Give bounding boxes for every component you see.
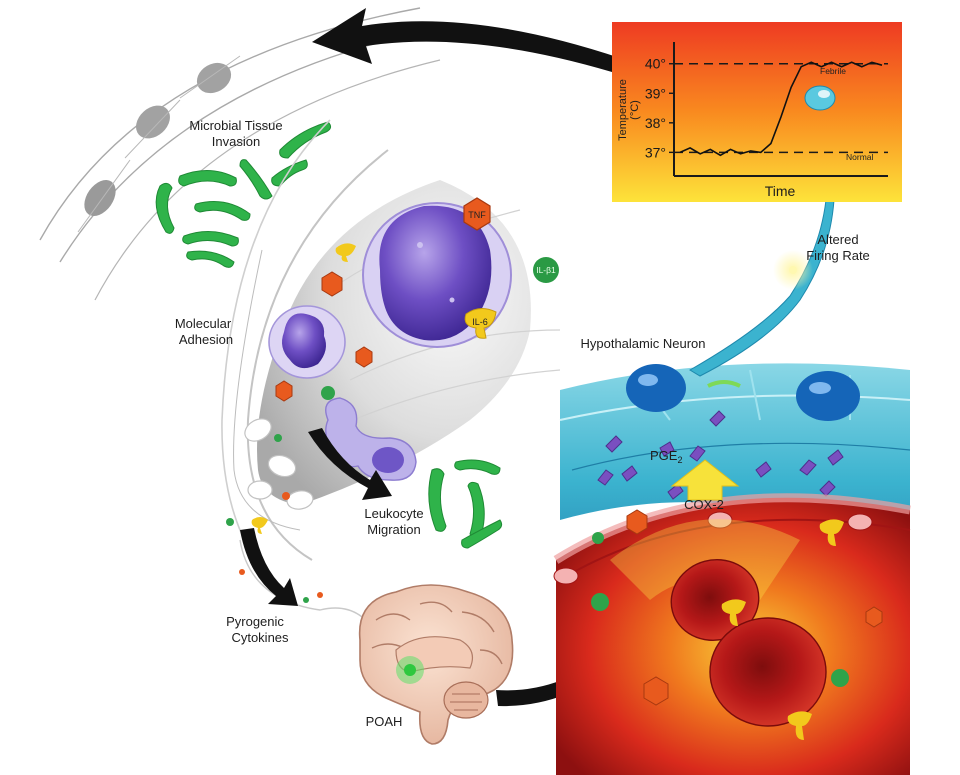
tnf-label: TNF <box>468 210 486 220</box>
label-molecular-line2: Adhesion <box>179 332 233 347</box>
vessel-red-cell-ghosts <box>244 418 314 510</box>
temperature-chart: 37° 38° 39° 40° Febrile Normal Time Tempera… <box>612 22 902 202</box>
blood-cytokines <box>591 509 883 740</box>
label-pge2-sub: 2 <box>677 455 682 465</box>
label-leukocyte-line1: Leukocyte <box>364 506 423 521</box>
pge2-molecules <box>597 410 844 500</box>
il6-label: IL-6 <box>472 317 488 327</box>
cytokine-particles <box>226 243 373 603</box>
neutrophil <box>268 305 346 379</box>
chart-y-axis-line2: (°C) <box>629 100 641 120</box>
y-tick-label: 40° <box>645 56 666 72</box>
y-tick-label: 38° <box>645 115 666 131</box>
il6-cytokine: IL-6 <box>464 308 497 339</box>
brain-illustration <box>358 584 514 745</box>
normal-label: Normal <box>846 152 874 162</box>
febrile-label: Febrile <box>820 66 846 76</box>
neuron-cell-body-right <box>796 371 860 421</box>
neuron-terminal <box>804 85 836 111</box>
leukocyte-migration-arrow <box>308 428 392 500</box>
cytokine-flow-arrow <box>240 528 298 606</box>
chart-background <box>612 22 902 202</box>
labels: Microbial Tissue Invasion Molecular Adhe… <box>175 118 870 729</box>
label-pyrogenic-line2: Cytokines <box>231 630 289 645</box>
label-pyrogenic-line1: Pyrogenic <box>226 614 284 629</box>
label-altered-line2: Firing Rate <box>806 248 870 263</box>
label-hypothalamic-neuron: Hypothalamic Neuron <box>580 336 705 351</box>
chart-y-axis-label: Temperature (°C) <box>617 79 641 141</box>
label-molecular-line1: Molecular <box>175 316 232 331</box>
label-leukocyte-line2: Migration <box>367 522 420 537</box>
chart-x-axis-label: Time <box>765 183 796 199</box>
tissue-layer <box>39 7 441 301</box>
y-tick-label: 37° <box>645 144 666 160</box>
y-tick-label: 39° <box>645 85 666 101</box>
tnf-cytokine: TNF <box>463 197 491 231</box>
temperature-series-line <box>679 61 883 157</box>
chart-y-axis-line1: Temperature <box>617 79 629 141</box>
bacteria-cluster-bottom <box>428 459 503 549</box>
migrating-leukocyte <box>325 397 417 481</box>
vessel-wall <box>221 119 561 641</box>
label-microbial-line2: Invasion <box>212 134 260 149</box>
neuron-cell-body-left <box>626 364 686 412</box>
label-pge2-main: PGE <box>650 448 678 463</box>
epithelial-cell-nuclei <box>84 62 232 217</box>
bacteria-cluster-top <box>155 121 332 268</box>
label-microbial-line1: Microbial Tissue <box>189 118 282 133</box>
il-b1-label: IL-β1 <box>536 265 556 275</box>
il-b1-cytokine: IL-β1 <box>533 257 559 283</box>
chart-ticks: 37° 38° 39° 40° <box>645 56 674 160</box>
label-altered-line1: Altered <box>817 232 858 247</box>
label-pge2: PGE2 <box>650 448 682 465</box>
label-cox2: COX-2 <box>684 497 724 512</box>
label-poah: POAH <box>366 714 403 729</box>
top-arrow <box>312 8 620 72</box>
cox2-arrow <box>670 459 740 501</box>
